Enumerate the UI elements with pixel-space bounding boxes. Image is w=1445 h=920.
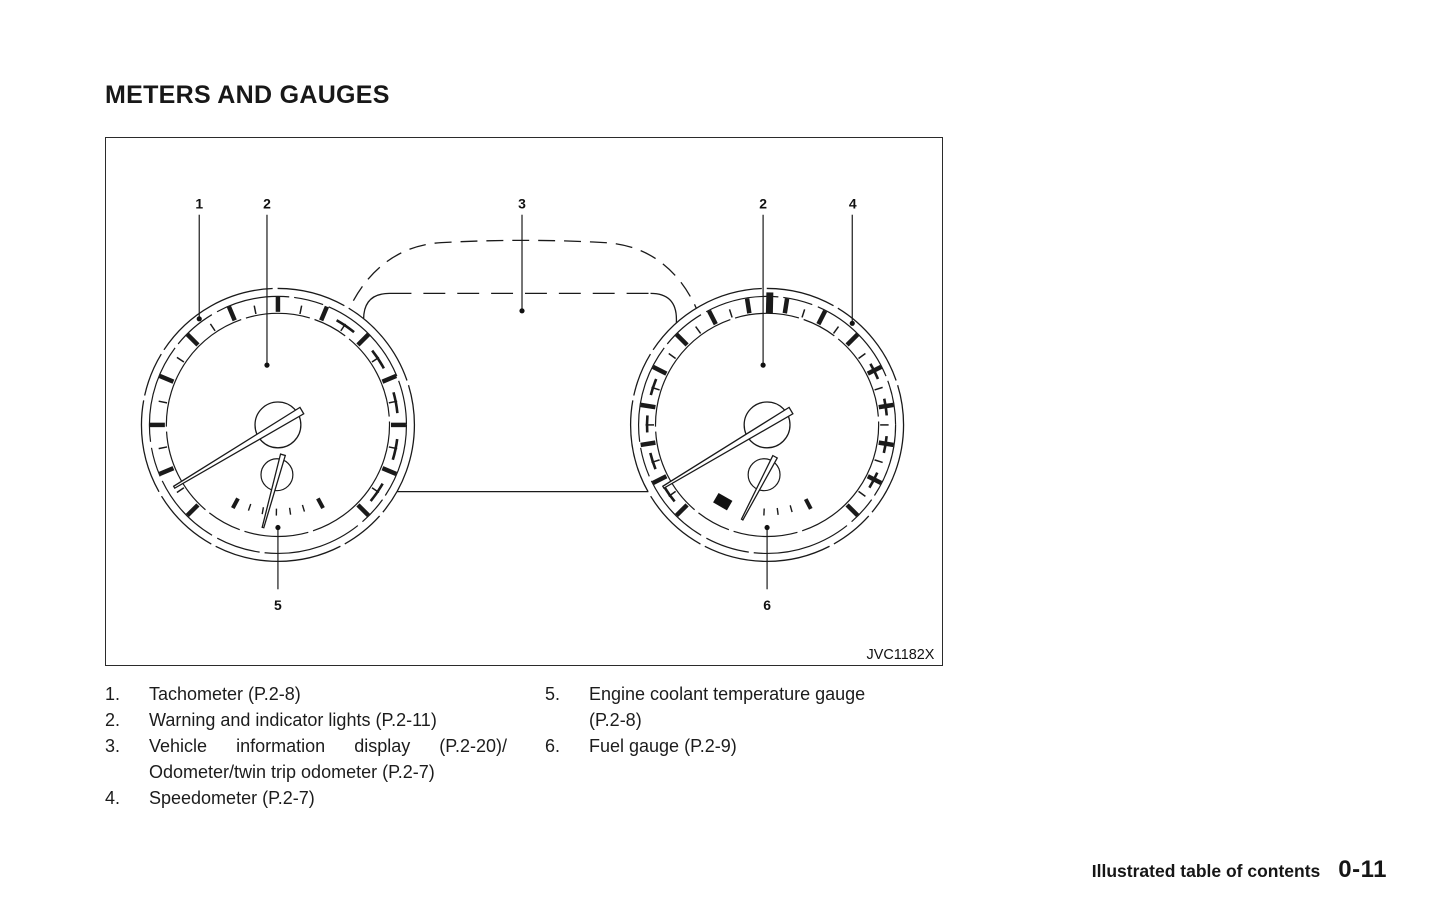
callout-dot-5 — [275, 524, 281, 531]
callout-dot-2-right — [760, 362, 766, 368]
display-inner-right — [650, 292, 678, 490]
callout-label-3: 3 — [518, 196, 526, 212]
footer-section-label: Illustrated table of contents — [1091, 861, 1321, 881]
legend-item-2-text: Warning and indicator lights (P.2-11) — [149, 710, 437, 730]
callout-label-5: 5 — [274, 597, 282, 613]
legend-item-5-text-line2: (P.2-8) — [589, 710, 642, 730]
legend-item-6-number: 6. — [545, 736, 561, 756]
legend-item-1-text: Tachometer (P.2-8) — [149, 684, 301, 704]
callout-label-1: 1 — [195, 196, 203, 212]
instrument-cluster-figure: 1 2 3 2 4 5 6 JVC1182X — [105, 137, 943, 666]
callout-dot-3 — [519, 308, 525, 314]
callout-label-6: 6 — [763, 597, 771, 613]
legend-item-1-number: 1. — [105, 684, 121, 704]
legend-item-3-text-line2: Odometer/twin trip odometer (P.2-7) — [149, 762, 435, 782]
figure-image-code: JVC1182X — [866, 647, 934, 663]
legend-item-3: 3. Vehicle information display (P.2-20)/… — [105, 733, 515, 785]
speedometer-gauge — [629, 287, 905, 563]
callout-label-2-right: 2 — [759, 196, 767, 212]
callout-label-4: 4 — [849, 196, 857, 212]
legend-item-5: 5. Engine coolant temperature gauge (P.2… — [545, 681, 945, 733]
legend-item-3-text-line1: Vehicle information display (P.2-20)/ — [149, 736, 507, 756]
legend-item-1: 1. Tachometer (P.2-8) — [105, 681, 515, 707]
footer-page-number: 0-11 — [1338, 856, 1387, 883]
legend-item-6: 6. Fuel gauge (P.2-9) — [545, 733, 945, 759]
legend-right-column: 5. Engine coolant temperature gauge (P.2… — [545, 681, 945, 759]
page-title: METERS AND GAUGES — [105, 80, 390, 109]
display-outer-contour — [335, 239, 710, 350]
legend-item-5-text-line1: Engine coolant temperature gauge — [589, 684, 866, 704]
legend-item-2-number: 2. — [105, 710, 121, 730]
legend-item-4-number: 4. — [105, 788, 121, 808]
legend-item-4: 4. Speedometer (P.2-7) — [105, 785, 515, 811]
page-footer: Illustrated table of contents 0-11 — [1092, 856, 1387, 884]
legend-left-column: 1. Tachometer (P.2-8) 2. Warning and ind… — [105, 681, 515, 811]
tachometer-gauge — [140, 287, 416, 563]
callout-dot-6 — [764, 524, 770, 531]
callout-dot-4 — [849, 320, 855, 326]
instrument-cluster-diagram: 1 2 3 2 4 5 6 JVC1182X — [140, 196, 935, 663]
callout-label-2-left: 2 — [263, 196, 271, 212]
legend-item-6-text: Fuel gauge (P.2-9) — [589, 736, 737, 756]
legend-item-2: 2. Warning and indicator lights (P.2-11) — [105, 707, 515, 733]
callout-annotations: 1 2 3 2 4 5 6 — [195, 196, 857, 613]
legend-item-3-number: 3. — [105, 736, 121, 756]
legend-item-5-number: 5. — [545, 684, 561, 704]
legend-item-4-text: Speedometer (P.2-7) — [149, 788, 315, 808]
callout-dot-2-left — [264, 362, 270, 368]
callout-dot-1 — [196, 316, 202, 322]
